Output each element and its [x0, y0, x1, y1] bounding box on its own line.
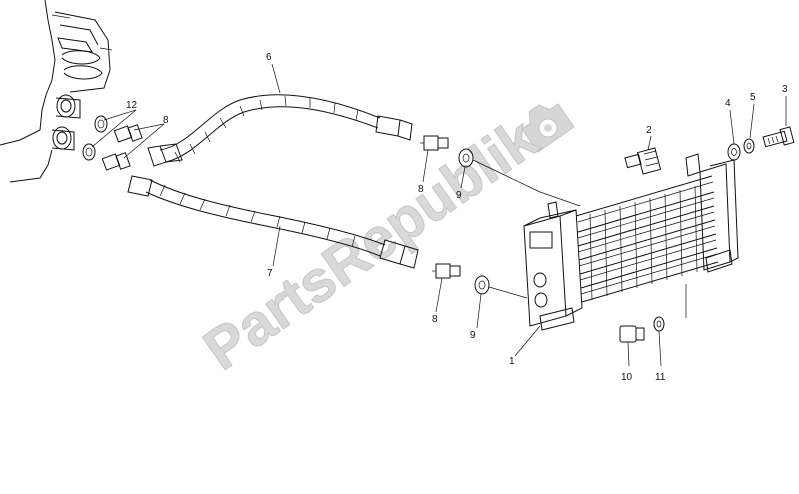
callout-12: 12: [126, 100, 138, 111]
part-7-oil-hose-lower: [127, 175, 419, 269]
callout-9-upper: 9: [456, 190, 462, 201]
callout-8-lower: 8: [432, 314, 438, 325]
assembly-lines: [472, 159, 687, 318]
callout-6: 6: [266, 52, 272, 63]
part-9-washer-upper: [458, 148, 474, 168]
callout-2: 2: [646, 125, 652, 136]
callout-5: 5: [750, 92, 756, 103]
callout-leaders: [91, 63, 787, 367]
callout-4: 4: [725, 98, 731, 109]
watermark-text: PartsRepublik: [192, 105, 549, 382]
part-8-union-cooler-upper: [420, 135, 449, 151]
part-3-screw: [762, 126, 795, 148]
callout-1: 1: [509, 356, 515, 367]
callout-3: 3: [782, 84, 788, 95]
part-5-spring-washer: [743, 138, 755, 154]
part-6-oil-hose-upper: [147, 94, 413, 167]
part-10-drain-plug: [619, 325, 645, 343]
watermark-gear-icon: [521, 103, 575, 153]
callout-10: 10: [621, 372, 633, 383]
part-9-washer-lower: [474, 275, 490, 295]
callout-labels: 12 8 6 7 8 9 8 9 1 2 4 5 3 10 11: [126, 52, 788, 383]
callout-8-engine: 8: [163, 115, 169, 126]
callout-9-lower: 9: [470, 330, 476, 341]
part-1-oil-cooler: [523, 153, 739, 331]
part-12-seal-washer: [82, 115, 108, 161]
engine-case-fragment: [0, 0, 113, 183]
watermark: PartsRepublik: [192, 103, 575, 383]
callout-11: 11: [655, 372, 666, 383]
part-8-union-engine: [101, 124, 143, 171]
part-8-union-cooler-lower: [432, 263, 461, 279]
part-11-seal: [653, 316, 665, 332]
part-4-washer: [727, 143, 741, 161]
callout-7: 7: [267, 268, 273, 279]
part-2-spacer-sleeve: [624, 147, 662, 175]
callout-8-upper: 8: [418, 184, 424, 195]
